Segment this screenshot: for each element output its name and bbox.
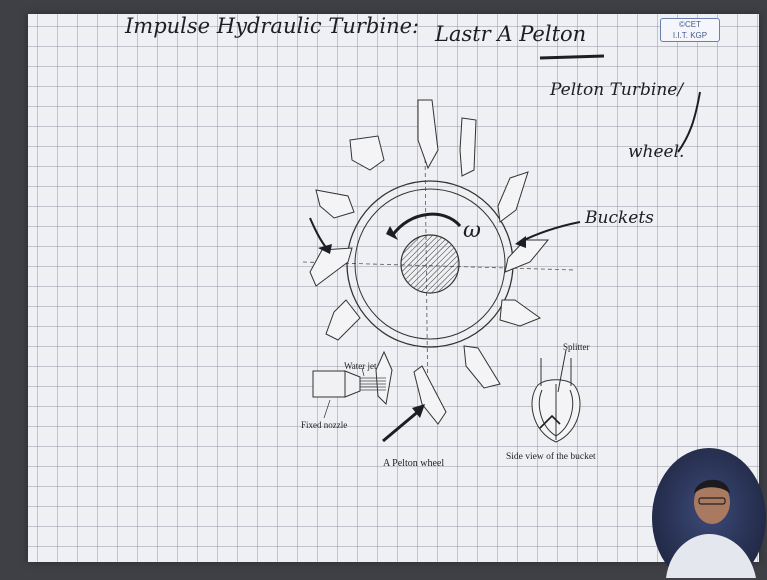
rotation-arrowhead <box>386 226 398 240</box>
fixed-nozzle <box>313 371 360 397</box>
bucket <box>464 346 500 388</box>
bucket <box>316 190 354 218</box>
pelton-wheel-arrow <box>383 410 420 441</box>
bucket <box>350 136 384 170</box>
buckets-arrow <box>520 222 580 242</box>
water-jet-leader <box>362 368 364 376</box>
shaft-hub <box>401 235 459 293</box>
nozzle-taper <box>345 371 360 397</box>
bucket <box>310 248 352 286</box>
fixed-nozzle-leader <box>324 400 330 418</box>
side-note-connector <box>678 92 700 152</box>
speaker-video-inset <box>652 448 766 578</box>
bucket <box>500 300 540 326</box>
nozzle-body <box>313 371 345 397</box>
bucket <box>326 300 360 340</box>
bucket <box>460 118 476 176</box>
bucket <box>505 240 548 272</box>
bucket <box>418 100 438 168</box>
pelton-underline <box>540 56 604 58</box>
side-view-of-bucket <box>532 350 580 442</box>
bucket <box>498 172 528 222</box>
